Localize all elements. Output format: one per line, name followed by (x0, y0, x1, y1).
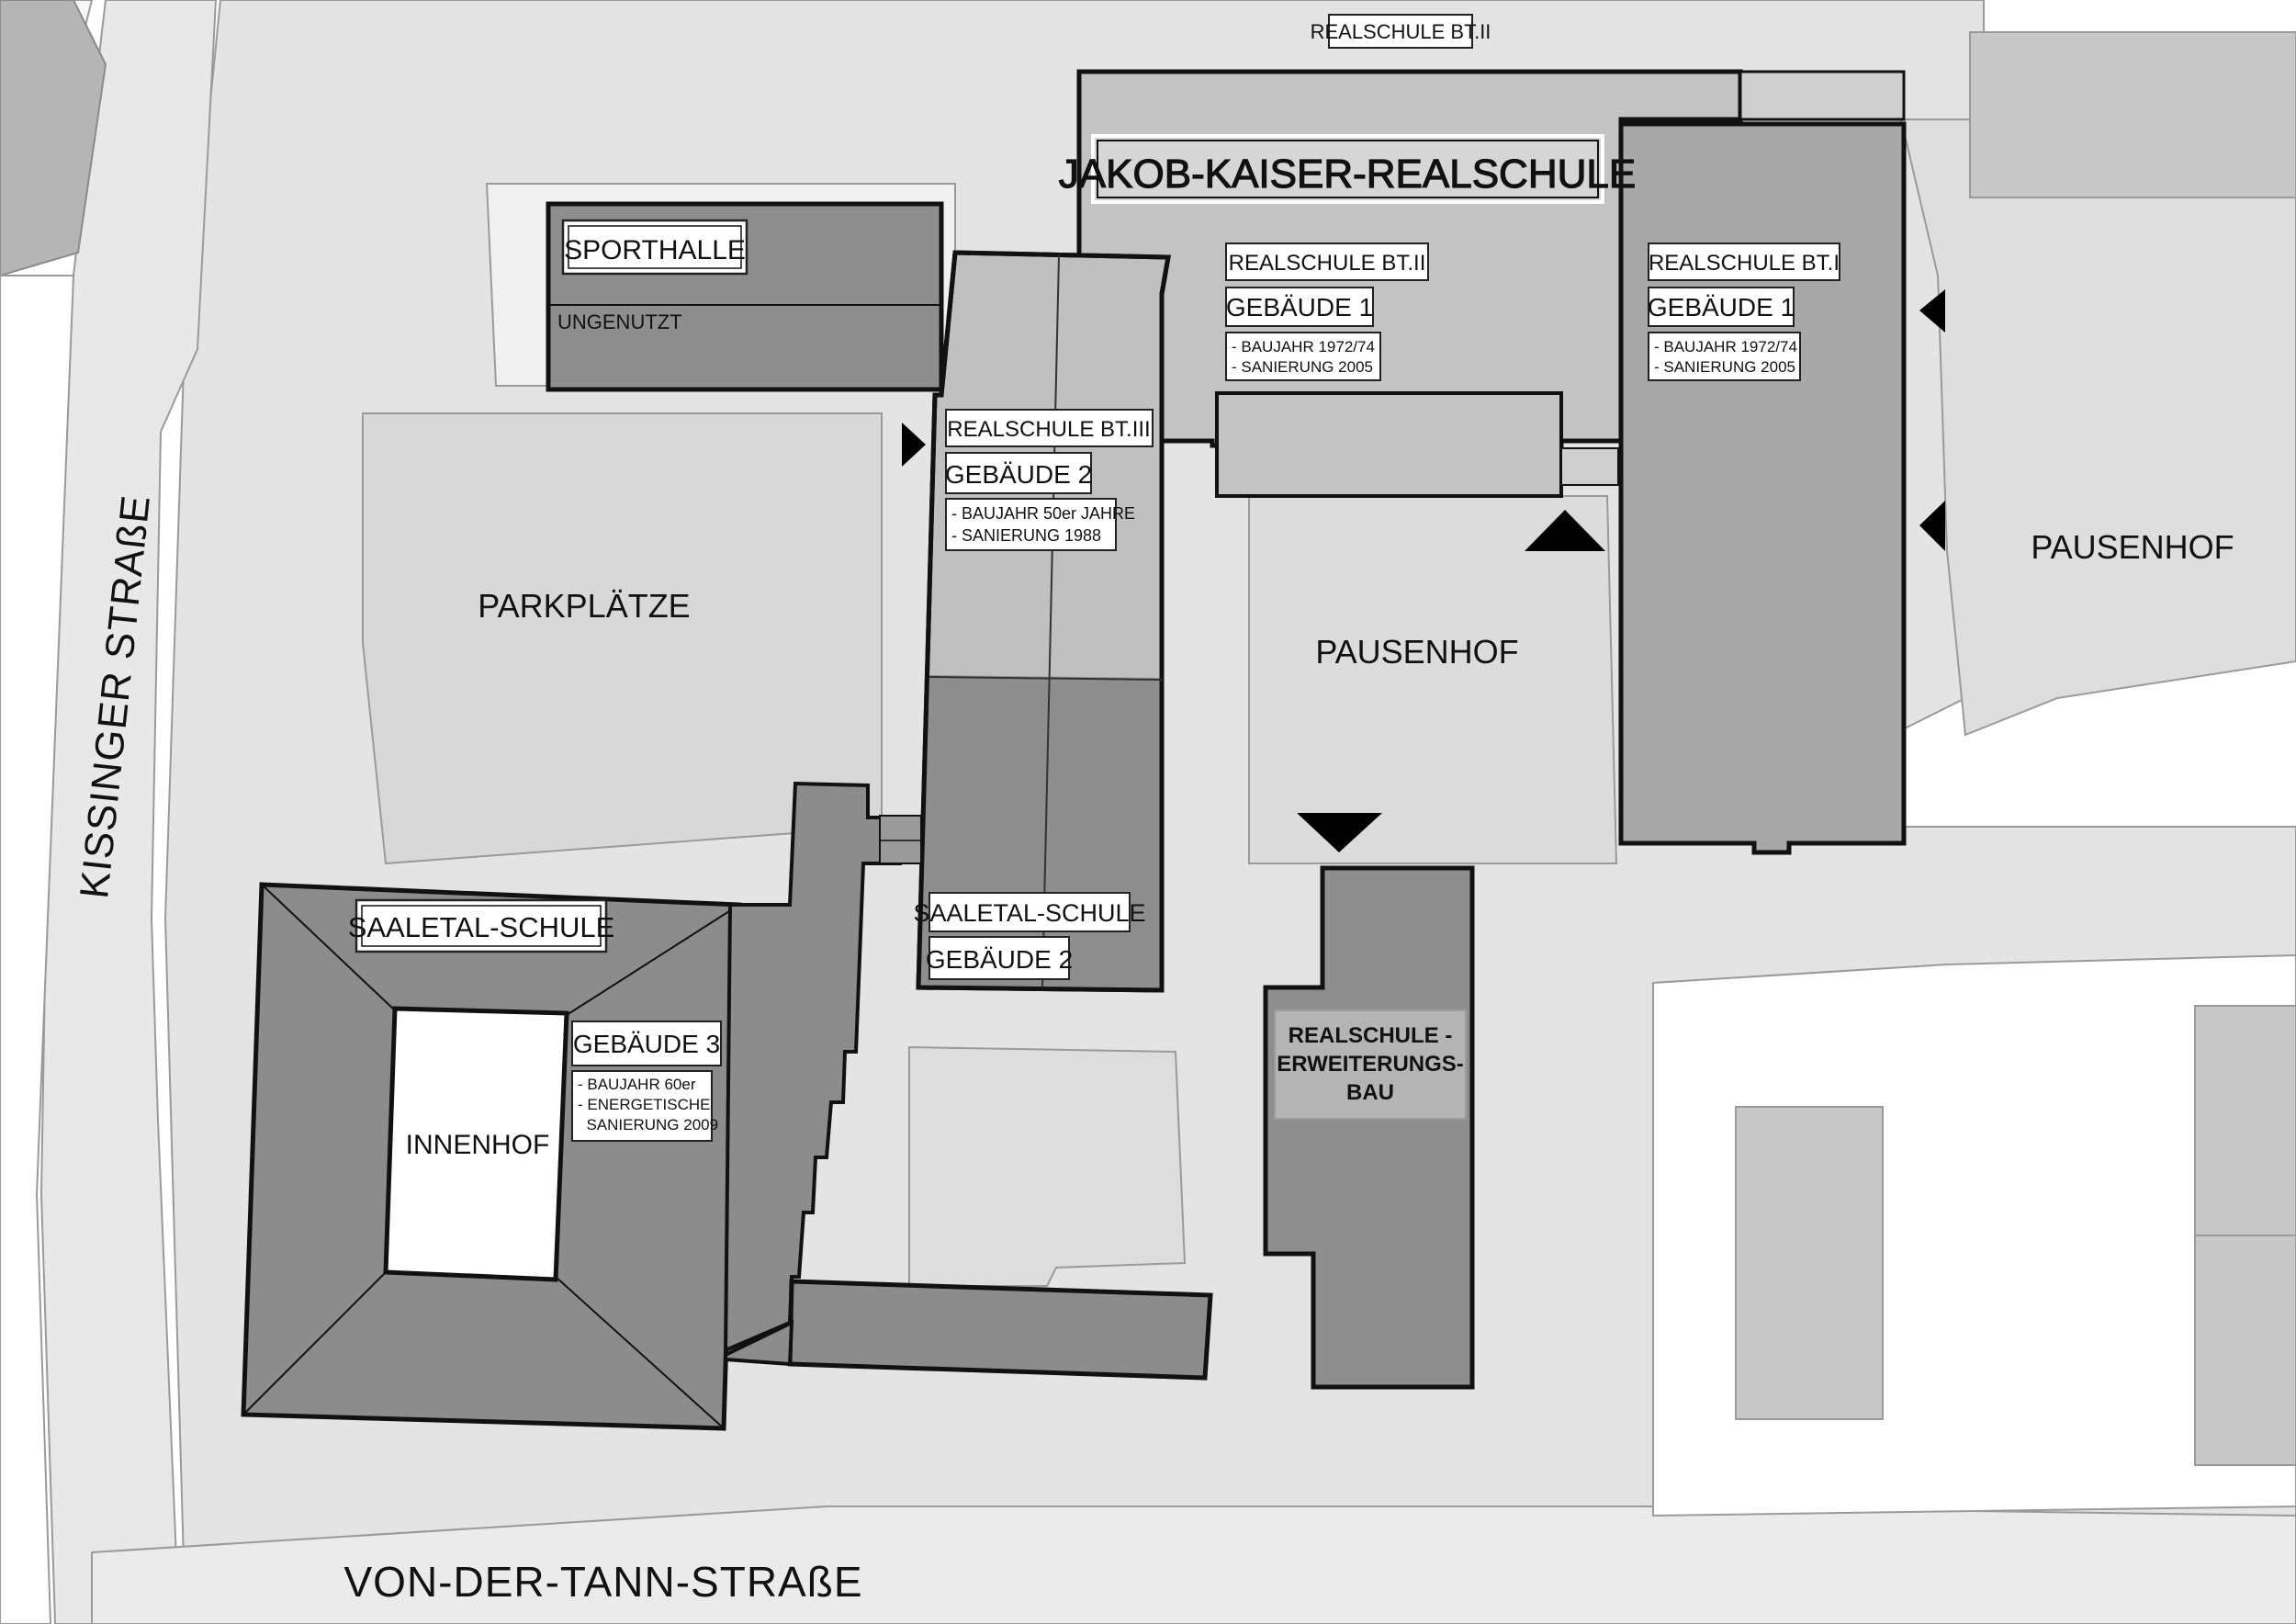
bt2-building-box (1225, 287, 1374, 327)
entrance-triangle-icon (1525, 510, 1605, 551)
saaletal-g3-detail-3: SANIERUNG 2009 (578, 1116, 718, 1133)
entrance-triangle-icon (1919, 501, 1945, 551)
innenhof-courtyard (383, 1006, 569, 1282)
saaletal-bottom-connector (724, 1319, 794, 1367)
bt1-building: GEBÄUDE 1 (1648, 293, 1795, 321)
parkplaetze-label: PARKPLÄTZE (478, 587, 690, 625)
bt3-detail-1: - BAUJAHR 50er JAHRE (951, 504, 1135, 523)
bt2-detail-2: - SANIERUNG 2005 (1232, 358, 1373, 376)
bt2-building: GEBÄUDE 1 (1226, 293, 1373, 321)
saaletal-g3-label: SAALETAL-SCHULE (348, 911, 615, 943)
bt3-label: REALSCHULE BT.III (947, 417, 1150, 442)
entrance-triangle-icon (1297, 813, 1382, 852)
parkplaetze-area (362, 412, 883, 865)
entrance-triangle-icon (902, 423, 926, 467)
neighbor-building-right-2 (2194, 1005, 2296, 1236)
erweiterungsbau-line-3: BAU (1346, 1080, 1394, 1105)
saaletal-g3-label-box (355, 898, 608, 953)
school-title-box-inner (1097, 140, 1599, 198)
saaletal-passage (879, 815, 922, 864)
neighbor-building-top-right (1969, 31, 2296, 198)
saaletal-g2-label-box (929, 892, 1131, 932)
saaletal-g3-building: GEBÄUDE 3 (573, 1030, 720, 1058)
school-title: JAKOB-KAISER-REALSCHULE (1059, 152, 1636, 197)
bt1-detail-2: - SANIERUNG 2005 (1654, 358, 1795, 376)
bt3-inner-line-h (929, 676, 1163, 681)
saaletal-g3-details-box (571, 1070, 713, 1142)
bt1-details-box (1648, 332, 1801, 381)
bt1-label: REALSCHULE BT.I (1649, 251, 1840, 276)
bt3-inner-line-v1 (1041, 254, 1060, 988)
bt2-label: REALSCHULE BT.II (1229, 251, 1426, 276)
bt3-details-box (945, 498, 1117, 551)
roof-line-tl (261, 884, 396, 1011)
pausenhof-right-label: PAUSENHOF (2031, 528, 2234, 566)
top-sign-box (1328, 14, 1473, 49)
innenhof-label: INNENHOF (406, 1130, 550, 1160)
saaletal-g2-label: SAALETAL-SCHULE (913, 899, 1145, 927)
erweiterungsbau-line-2: ERWEITERUNGS- (1277, 1052, 1464, 1077)
bt3-building: GEBÄUDE 2 (945, 460, 1092, 489)
realschule-bt2-upper-right-strip (1739, 70, 1906, 121)
roof-line-br (555, 1276, 725, 1429)
saaletal-g2-building: GEBÄUDE 2 (926, 945, 1073, 974)
erweiterungsbau-line-1: REALSCHULE - (1289, 1023, 1453, 1048)
saaletal-g3-label-box-inner (361, 905, 602, 947)
roof-line-bl (242, 1271, 387, 1415)
von-der-tann-street-area (91, 1506, 2296, 1624)
bt2-label-box (1225, 242, 1429, 281)
saaletal-g3-detail-1: - BAUJAHR 60er (578, 1076, 696, 1093)
realschule-bt3-outline (916, 250, 1171, 993)
bt2-detail-1: - BAUJAHR 1972/74 (1232, 338, 1375, 355)
erweiterungsbau-label-box (1274, 1009, 1467, 1120)
realschule-bt1-building (1618, 121, 1907, 855)
bt1-label-box (1648, 242, 1840, 281)
neighbor-building-right-1 (1735, 1106, 1884, 1420)
bt2-details-box (1225, 332, 1381, 381)
saaletal-g2-building-box (929, 936, 1070, 980)
realschule-bt2-lower-wing (1215, 391, 1563, 498)
bt3-building-box (945, 452, 1092, 494)
left-building-fragment (0, 0, 107, 277)
bt1-building-box (1648, 287, 1795, 327)
bt3-detail-2: - SANIERUNG 1988 (951, 526, 1101, 545)
saaletal-g3-building-box (571, 1021, 722, 1066)
top-sign-text: REALSCHULE BT.II (1311, 20, 1491, 43)
pausenhof-center-label: PAUSENHOF (1315, 633, 1518, 671)
lower-courtyard-area (908, 1045, 1187, 1287)
bt1-detail-1: - BAUJAHR 1972/74 (1654, 338, 1797, 355)
school-title-box (1091, 134, 1604, 204)
left-parcel-bottom (0, 275, 75, 1624)
roof-line-tr (566, 904, 740, 1016)
saaletal-bottom-wing (787, 1279, 1213, 1381)
sporthalle-status: UNGENUTZT (557, 310, 682, 333)
bt3-label-box (945, 409, 1154, 447)
realschule-bt2-connector (1560, 447, 1619, 486)
sporthalle-title-box (561, 219, 748, 276)
von-der-tann-street-label: VON-DER-TANN-STRAßE (343, 1558, 862, 1606)
neighbor-building-right-3 (2194, 1235, 2296, 1466)
sporthalle-title: SPORTHALLE (564, 235, 746, 265)
erweiterungsbau-building (1263, 865, 1475, 1390)
entrance-triangle-icon (1919, 289, 1945, 333)
sporthalle-title-box-inner (568, 225, 742, 269)
pausenhof-right-area (1899, 118, 2296, 737)
saaletal-g3-detail-2: - ENERGETISCHE (578, 1096, 711, 1113)
